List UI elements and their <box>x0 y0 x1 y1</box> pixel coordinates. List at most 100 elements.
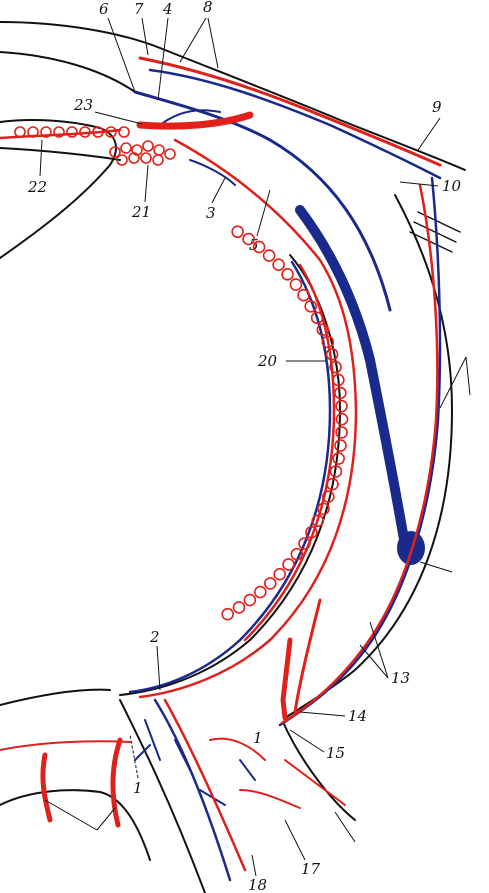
choroid-capillary-loop <box>334 439 347 452</box>
choroid-capillary-loop <box>221 607 234 621</box>
retinal-artery <box>243 263 336 642</box>
label-8: 8 <box>203 0 213 16</box>
leader-4 <box>157 17 169 101</box>
choroid-capillary-loop <box>329 465 343 478</box>
choroid-capillary-loop <box>322 490 335 503</box>
iris-capillary-loop <box>79 126 91 138</box>
ciliary-veins <box>159 109 236 186</box>
leader-8a <box>179 17 207 63</box>
optic-nerve-right-outline <box>282 721 356 821</box>
choroid-capillary-loop <box>304 300 317 313</box>
choroid-capillary-loop <box>231 225 244 239</box>
leader-15 <box>289 729 325 753</box>
iris-capillary-loop <box>53 126 65 138</box>
label-17: 17 <box>301 860 321 878</box>
iris-capillary-loop <box>40 126 52 138</box>
optic-vein-branches <box>134 719 256 806</box>
iris-capillary-loop <box>66 126 78 138</box>
cornea-inner-outline <box>0 51 136 93</box>
choroid-capillary-loop <box>334 386 347 400</box>
dura-outline <box>0 789 151 861</box>
leader-22 <box>39 139 43 177</box>
central-retinal-artery <box>163 698 247 872</box>
leader-sclera-b <box>465 356 471 396</box>
ciliary-capillary-loop <box>152 154 164 166</box>
iris-artery <box>0 128 122 140</box>
choroid-capillary-loop <box>329 360 342 374</box>
ciliary-capillary-loop <box>120 142 132 154</box>
leader-21 <box>144 164 149 203</box>
choroid-capillary-loop <box>273 567 286 581</box>
choroid-capillary-loop <box>305 526 318 539</box>
leader-pial-a <box>44 799 98 831</box>
cornea-outer-outline <box>0 21 466 171</box>
ciliary-capillary-loop <box>142 140 154 152</box>
choroid-capillary-loop <box>254 585 267 599</box>
choroid-capillary-loop <box>317 502 330 516</box>
conjunctival-artery <box>138 56 442 167</box>
choroid-capillary-loop <box>232 601 246 614</box>
conjunctival-vein <box>148 68 442 180</box>
choroid-capillary-loop <box>290 547 304 561</box>
choroid-capillary-loop <box>326 477 339 491</box>
choroid-capillary-loop <box>297 288 310 302</box>
iris-outline <box>0 147 121 161</box>
leader-7 <box>141 17 149 56</box>
leader-5 <box>256 189 271 237</box>
choroid-capillary-loop <box>252 240 266 254</box>
leader-sclera-a <box>439 356 467 409</box>
iris-capillary-loop <box>92 126 104 138</box>
ciliary-capillary-loop <box>128 152 140 164</box>
ciliary-capillary-loop <box>140 152 152 164</box>
leader-13a <box>359 644 389 679</box>
vortex-vein-upper <box>133 90 392 312</box>
choroid-capillary-loop <box>335 426 348 439</box>
posterior-ciliary-artery <box>280 637 293 721</box>
leader-6 <box>107 17 136 93</box>
leader-sheath <box>334 811 356 843</box>
ciliary-capillary-loop <box>116 154 128 166</box>
choroid-capillary-loop <box>289 278 303 291</box>
leader-1-bottom <box>129 734 139 779</box>
label-21: 21 <box>131 203 151 221</box>
episcleral-vein <box>278 176 442 727</box>
choroid-capillary-loop <box>332 452 345 465</box>
label-20: 20 <box>257 352 278 370</box>
iris-capillary-loop <box>14 126 26 138</box>
leader-8b <box>207 17 219 69</box>
optic-artery-branches <box>209 737 346 809</box>
choroid-capillary-loop <box>310 311 324 325</box>
choroid-capillary-loop <box>325 348 339 361</box>
label-2: 2 <box>149 628 160 646</box>
label-4: 4 <box>162 0 173 18</box>
leader-2 <box>156 645 161 691</box>
label-3: 3 <box>206 204 216 222</box>
choroid-capillary-loop <box>335 399 348 413</box>
iris-capillary-loop <box>118 126 130 138</box>
long-posterior-ciliary-artery <box>293 598 322 714</box>
leader-9 <box>417 117 441 151</box>
choroid-capillary-loop <box>242 232 255 246</box>
label-14: 14 <box>348 707 367 725</box>
choroid-capillary-loop <box>321 335 335 349</box>
leader-vortex <box>419 561 453 573</box>
label-9: 9 <box>432 98 442 116</box>
leader-18 <box>251 854 257 877</box>
label-1-top: 1 <box>253 729 263 747</box>
choroid-capillary-loop <box>311 514 325 528</box>
outline-structures <box>0 21 466 893</box>
ciliary-capillary-loop <box>153 144 165 156</box>
choroid-capillary-loop <box>263 577 277 590</box>
label-18: 18 <box>248 876 267 893</box>
iris-capillary-loop <box>105 126 117 138</box>
pial-arteries <box>40 737 123 828</box>
label-7: 7 <box>134 0 144 18</box>
major-arterial-circle-trunk <box>136 111 254 130</box>
label-23: 23 <box>73 96 93 114</box>
choroid-capillary-loop <box>281 268 294 281</box>
choroid-capillary-loop <box>335 412 349 426</box>
leader-14 <box>299 711 346 717</box>
lens-outline <box>0 119 117 259</box>
